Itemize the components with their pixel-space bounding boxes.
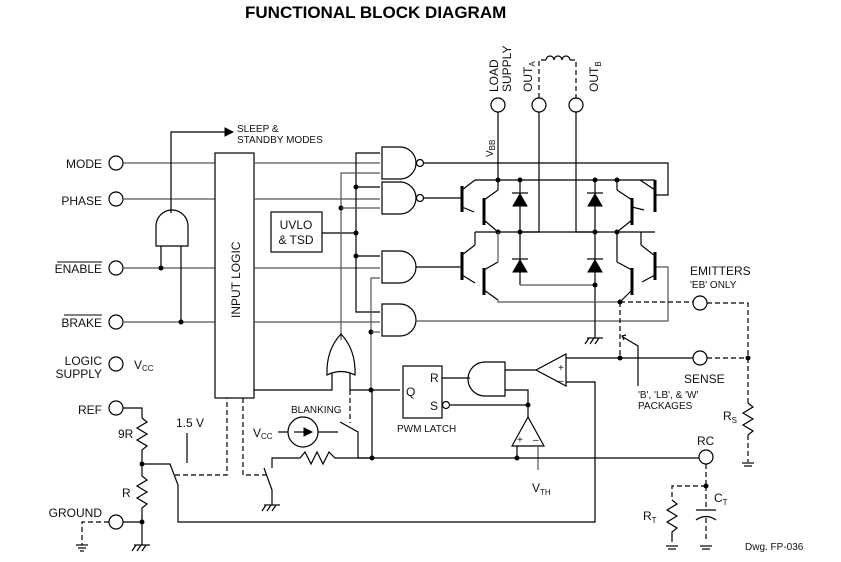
packages-label-1: 'B', 'LB', & 'W' (638, 390, 698, 401)
pin-ground-label: GROUND (49, 506, 103, 520)
blanking-vcc-label: VCC (253, 426, 273, 441)
or-gate (254, 333, 400, 423)
pin-sense: SENSE (684, 350, 751, 386)
pin-emitters: EMITTERS 'EB' ONLY (690, 264, 751, 358)
comp-plus: + (558, 363, 564, 374)
and-gate-3 (381, 250, 460, 284)
emitters-label: EMITTERS (690, 264, 751, 278)
pin-rc-label: RC (697, 434, 715, 448)
h-bridge (460, 177, 657, 345)
ground-icon (742, 462, 754, 467)
rs-label: RS (723, 409, 737, 425)
capacitor-ct: CT (695, 486, 728, 542)
ground-icon (584, 337, 603, 345)
pin-rc: RC (671, 434, 715, 500)
pwm-latch-label: PWM LATCH (397, 424, 456, 435)
pin-ref: REF (78, 400, 143, 418)
tsd-label: & TSD (278, 233, 313, 247)
input-logic-label: INPUT LOGIC (229, 241, 243, 318)
and-gate-sleep (155, 209, 189, 322)
vbb-label: VBB (485, 140, 497, 157)
pwm-latch: Q R S PWM LATCH (397, 365, 456, 435)
drawing-number: Dwg. FP-036 (745, 542, 804, 553)
input-logic-block: INPUT LOGIC (214, 152, 255, 399)
pin-brake: BRAKE (61, 314, 215, 330)
ground-icon (76, 544, 88, 552)
resistor-9r: 9R (118, 417, 149, 464)
logic-supply-label-2: SUPPLY (56, 367, 102, 381)
diagram-title: FUNCTIONAL BLOCK DIAGRAM (245, 3, 506, 22)
pin-phase-label: PHASE (61, 194, 102, 208)
resistor-rs: RS (723, 358, 755, 462)
resistor-r: R (122, 464, 149, 545)
pin-ref-label: REF (78, 403, 102, 417)
latch-q-label: Q (406, 385, 415, 399)
blanking-label: BLANKING (291, 405, 342, 416)
out-a-label: OUTA (521, 61, 537, 92)
comp-minus: – (558, 376, 564, 387)
nand-gate-2 (381, 181, 460, 215)
load-inductor (538, 55, 577, 98)
vth-label: VTH (532, 481, 551, 497)
rt-label: RT (643, 509, 657, 525)
load-label-1: LOAD (487, 59, 501, 92)
pin-enable-label: ENABLE (55, 262, 102, 276)
pin-brake-label: BRAKE (61, 316, 102, 330)
load-label-2: SUPPLY (500, 46, 514, 92)
latch-s-label: S (430, 399, 438, 413)
and-gate-4 (381, 266, 669, 337)
pin-phase: PHASE (61, 191, 215, 208)
out-b-label: OUTB (587, 61, 603, 92)
threshold-comparator: + – VTH (510, 405, 551, 497)
emitters-note: 'EB' ONLY (690, 280, 737, 291)
latch-r-label: R (430, 371, 439, 385)
pin-ground: GROUND (49, 506, 142, 552)
uvlo-label: UVLO (280, 218, 313, 232)
uvlo-tsd-block: UVLO & TSD (270, 211, 356, 253)
packages-note: 'B', 'LB', & 'W' PACKAGES (621, 334, 698, 412)
resistor-9r-label: 9R (118, 427, 134, 441)
ground-icon (700, 545, 712, 550)
resistor-rt: RT (643, 499, 679, 542)
ground-icon (261, 504, 280, 512)
packages-label-2: PACKAGES (638, 401, 693, 412)
blanking-source: BLANKING VCC (253, 405, 359, 458)
sleep-label-1: SLEEP & (237, 124, 279, 135)
thr-plus: + (517, 435, 523, 446)
pin-enable: ENABLE (55, 260, 215, 276)
ct-label: CT (714, 491, 728, 507)
ground-icon (131, 544, 150, 552)
and-gate-latch (467, 361, 536, 405)
pin-load-supply: LOAD SUPPLY VBB (485, 46, 514, 180)
pin-mode-label: MODE (66, 157, 102, 171)
ref-1v5-label: 1.5 V (176, 416, 204, 430)
thr-minus: – (533, 435, 539, 446)
vcc-label: VCC (134, 358, 154, 373)
nand-gate-1 (381, 146, 669, 196)
pin-logic-supply: LOGIC SUPPLY VCC (56, 354, 154, 381)
resistor-r-label: R (122, 486, 131, 500)
pin-mode: MODE (66, 155, 215, 171)
logic-supply-label-1: LOGIC (65, 354, 103, 368)
sleep-label-2: STANDBY MODES (237, 135, 323, 146)
sense-comparator: + – (520, 353, 700, 523)
ground-icon (666, 545, 678, 550)
sense-label: SENSE (684, 372, 725, 386)
